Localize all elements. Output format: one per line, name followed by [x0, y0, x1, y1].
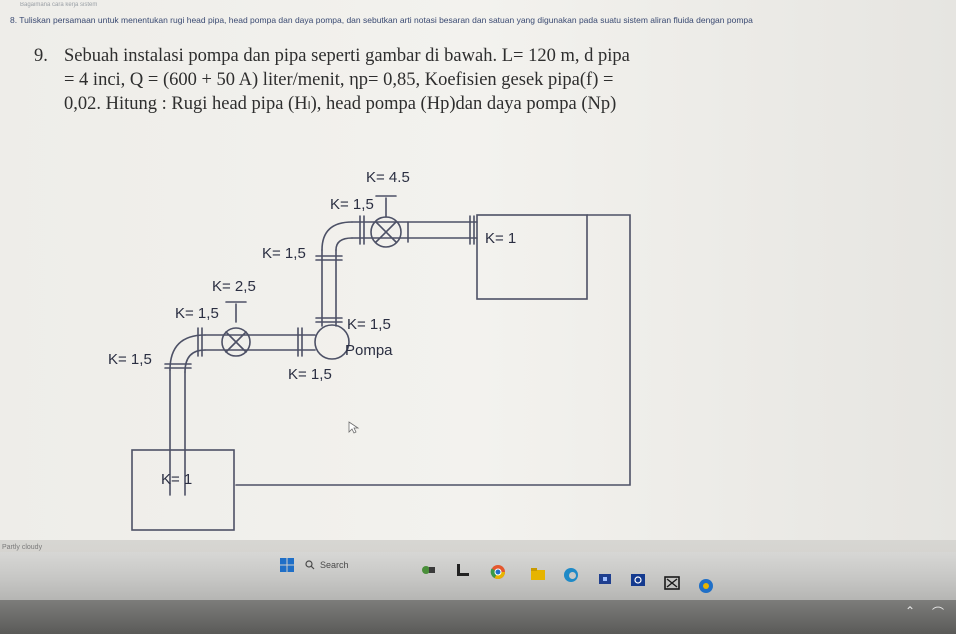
- return-line: [235, 214, 631, 486]
- label-k-valve-low: K= 1,5: [175, 305, 219, 322]
- search-icon: [305, 560, 315, 570]
- lower-reservoir: [131, 449, 235, 531]
- weather-widget[interactable]: Partly cloudy: [2, 544, 43, 551]
- label-k-elbow-lower: K= 1,5: [108, 351, 152, 368]
- mail-icon[interactable]: [630, 572, 646, 588]
- widgets-icon[interactable]: [420, 562, 436, 578]
- question-9-line-1: Sebuah instalasi pompa dan pipa seperti …: [64, 46, 630, 66]
- pump: [314, 324, 350, 360]
- question-9-line-3: 0,02. Hitung : Rugi head pipa (Hₗ), head…: [64, 94, 617, 114]
- chrome-icon[interactable]: [490, 564, 506, 580]
- task-view-icon[interactable]: [455, 562, 471, 578]
- label-pump: Pompa: [345, 342, 393, 359]
- upper-reservoir: [476, 214, 588, 300]
- label-k-pipe-lower: K= 1,5: [288, 366, 332, 383]
- label-k-elbow-upper: K= 1,5: [262, 245, 306, 262]
- photos-icon[interactable]: [664, 575, 680, 591]
- app-icon[interactable]: [698, 578, 714, 594]
- mouse-cursor: [348, 421, 360, 434]
- lower-valve: [221, 327, 251, 357]
- edge-icon[interactable]: [563, 567, 579, 583]
- label-k-top: K= 4.5: [366, 169, 410, 186]
- question-9-number: 9.: [34, 46, 48, 66]
- label-k-pump: K= 1,5: [347, 316, 391, 333]
- file-explorer-icon[interactable]: [530, 566, 546, 582]
- label-k-valve-top: K= 1,5: [330, 196, 374, 213]
- label-k-tank-top: K= 1: [485, 230, 516, 247]
- tray-chevron-up-icon[interactable]: ⌃: [905, 604, 916, 618]
- wifi-icon[interactable]: ⌒: [932, 606, 945, 620]
- label-k-valve-low-upper: K= 2,5: [212, 278, 256, 295]
- store-icon[interactable]: [597, 570, 613, 586]
- question-8-text: 8. Tuliskan persamaan untuk menentukan r…: [10, 15, 753, 25]
- pump-pipe-diagram: K= 4.5 K= 1,5 K= 1 K= 1,5 K= 2,5 K= 1,5 …: [108, 169, 631, 531]
- label-k-tank-bottom: K= 1: [161, 471, 192, 488]
- taskbar-search[interactable]: Search: [305, 556, 400, 574]
- document-page: Bagaimana cara kerja sistem 8. Tuliskan …: [0, 0, 956, 540]
- search-label: Search: [320, 560, 349, 570]
- windows-start-icon[interactable]: [280, 558, 294, 572]
- monitor-bezel: [0, 600, 956, 634]
- question-9-line-2: = 4 inci, Q = (600 + 50 A) liter/menit, …: [64, 70, 614, 90]
- header-strip: Bagaimana cara kerja sistem: [20, 2, 98, 8]
